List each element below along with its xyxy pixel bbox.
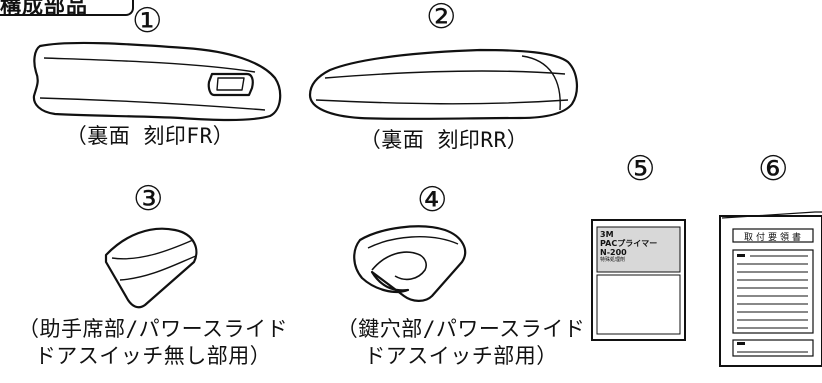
caption-line: ドアスイッチ無し部用） — [34, 344, 272, 369]
caption-line: （裏面 刻印FR） — [65, 124, 235, 148]
caption-line: （裏面 刻印RR） — [359, 128, 529, 152]
primer-brand: 3M — [600, 230, 614, 239]
caption-line: （助手席部/パワースライド — [17, 317, 289, 341]
part-number-4: ④ — [417, 180, 448, 220]
caption-line: ドアスイッチ部用） — [364, 344, 558, 369]
part-3-caption: （助手席部/パワースライド ドアスイッチ無し部用） — [0, 316, 306, 371]
primer-small-text: 特殊処理剤 — [600, 256, 626, 263]
part-2-handle-cover — [308, 48, 578, 120]
manual-title: 取付要領書 — [743, 233, 804, 243]
section-title: 構成部品 — [0, 0, 88, 18]
part-number-3: ③ — [133, 179, 164, 219]
part-4-caption: （鍵穴部/パワースライド ドアスイッチ部用） — [318, 316, 604, 371]
part-number-2: ② — [426, 0, 457, 37]
part-2-caption: （裏面 刻印RR） — [354, 127, 534, 154]
primer-packet-label: 3M PACプライマー N-200 特殊処理剤 — [600, 230, 657, 263]
caption-line: （鍵穴部/パワースライド — [336, 317, 586, 341]
part-1-handle-cover — [32, 41, 282, 122]
part-number-1: ① — [132, 1, 163, 41]
part-3-cap — [104, 227, 198, 309]
part-5-primer-packet — [591, 219, 686, 341]
part-1-caption: （裏面 刻印FR） — [60, 123, 240, 150]
section-header: 構成部品 — [0, 0, 134, 18]
part-4-u-cover — [353, 225, 467, 302]
primer-model: N-200 — [600, 248, 627, 258]
part-number-6: ⑥ — [758, 149, 789, 189]
part-6-manual — [719, 211, 822, 367]
part-number-5: ⑤ — [625, 149, 656, 189]
primer-product: PACプライマー — [600, 239, 658, 249]
